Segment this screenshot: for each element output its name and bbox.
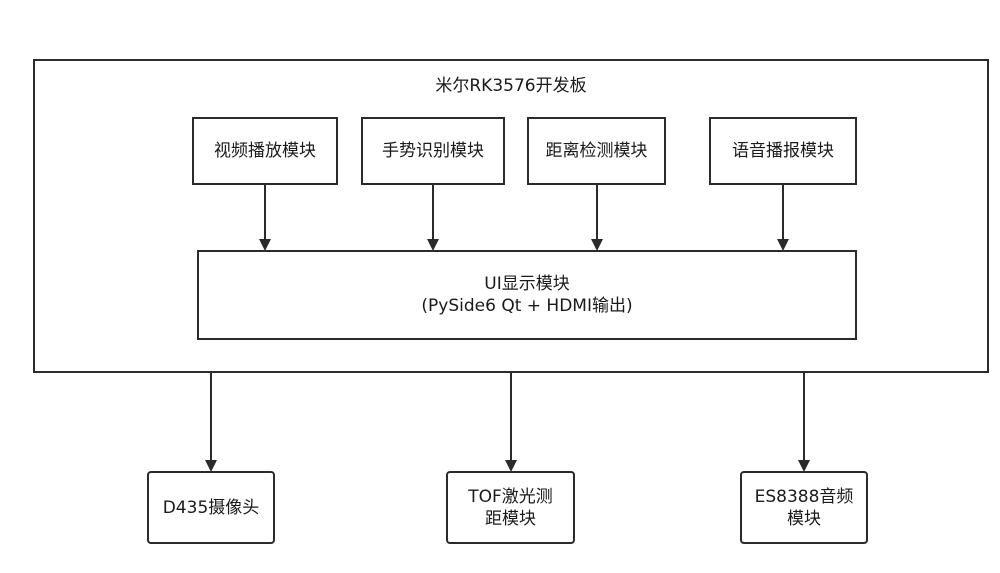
d435-camera-box: D435摄像头 bbox=[147, 471, 275, 544]
es8388-audio-label-line1: ES8388音频 bbox=[754, 486, 854, 507]
voice-broadcast-module: 语音播报模块 bbox=[709, 117, 857, 185]
es8388-audio-box: ES8388音频 模块 bbox=[740, 471, 868, 544]
tof-laser-ranging-box: TOF激光测 距模块 bbox=[446, 471, 575, 544]
es8388-audio-label-line2: 模块 bbox=[787, 508, 821, 529]
video-playback-module-label: 视频播放模块 bbox=[214, 141, 316, 161]
board-frame bbox=[33, 59, 989, 373]
d435-camera-label: D435摄像头 bbox=[162, 497, 260, 518]
gesture-recognition-module: 手势识别模块 bbox=[361, 117, 505, 185]
video-playback-module: 视频播放模块 bbox=[192, 117, 338, 185]
ui-display-module-title: UI显示模块 bbox=[484, 274, 570, 294]
ui-display-module: UI显示模块 (PySide6 Qt + HDMI输出) bbox=[197, 250, 857, 340]
gesture-recognition-module-label: 手势识别模块 bbox=[382, 141, 484, 161]
voice-broadcast-module-label: 语音播报模块 bbox=[732, 141, 834, 161]
board-title: 米尔RK3576开发板 bbox=[435, 76, 587, 96]
ui-display-module-subtitle: (PySide6 Qt + HDMI输出) bbox=[421, 296, 633, 316]
tof-laser-ranging-label-line2: 距模块 bbox=[485, 508, 536, 529]
distance-detection-module: 距离检测模块 bbox=[527, 117, 666, 185]
tof-laser-ranging-label-line1: TOF激光测 bbox=[468, 486, 553, 507]
distance-detection-module-label: 距离检测模块 bbox=[545, 141, 648, 161]
